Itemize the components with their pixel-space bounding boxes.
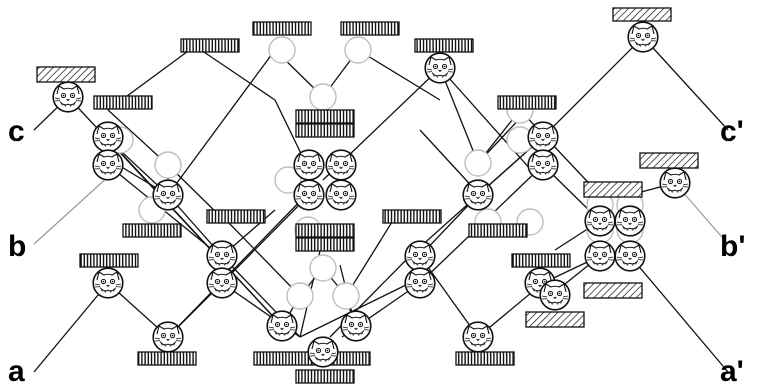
connection-line [299, 237, 324, 338]
connection-line [227, 221, 301, 297]
vertical-hatch-bar [455, 351, 515, 366]
vertical-hatch-bar [252, 21, 312, 36]
empty-node [268, 36, 296, 64]
empty-node [344, 36, 372, 64]
connection-line [299, 282, 411, 338]
cat-face-icon [325, 179, 357, 211]
connection-line [167, 49, 276, 196]
vertical-hatch-bar [414, 38, 474, 53]
connection-line [439, 67, 541, 181]
label-a-right: a' [720, 355, 744, 385]
cat-face-icon [627, 21, 659, 53]
vertical-hatch-bar [295, 369, 355, 384]
cat-face-icon [614, 205, 646, 237]
vertical-hatch-bar [180, 38, 240, 53]
diagonal-hatch-bar [583, 282, 643, 299]
cat-face-icon [92, 121, 124, 153]
label-c-left: c [8, 115, 25, 148]
cat-face-icon [206, 267, 238, 299]
diagonal-hatch-bar [525, 311, 585, 328]
cat-face-icon [659, 167, 691, 199]
cat-face-icon [424, 52, 456, 84]
vertical-hatch-bar [295, 223, 355, 238]
connection-line [345, 221, 393, 297]
connection-line [629, 255, 729, 373]
empty-node [309, 254, 337, 282]
cat-face-icon [266, 310, 298, 342]
cat-face-icon [462, 321, 494, 353]
empty-nodes [106, 36, 644, 310]
empty-node [154, 151, 182, 179]
label-c-right: c' [720, 115, 744, 148]
cat-face-icon [325, 149, 357, 181]
connection-line [439, 67, 479, 164]
vertical-hatch-bar [295, 237, 355, 252]
label-b-left: b [8, 230, 26, 263]
cat-face-icon [527, 121, 559, 153]
connection-line [419, 129, 479, 194]
cat-face-icon [539, 279, 571, 311]
vertical-hatch-bar [295, 109, 355, 124]
cat-face-icon [52, 81, 84, 113]
connection-line [542, 36, 644, 138]
label-b-right: b' [720, 230, 745, 263]
cat-face-icon [92, 267, 124, 299]
vertical-hatch-bar [468, 223, 528, 238]
vertical-hatch-bar [122, 223, 182, 238]
cat-face-icon [584, 205, 616, 237]
cat-face-icon [307, 336, 339, 368]
vertical-hatch-bar [511, 253, 571, 268]
cat-face-icon [462, 179, 494, 211]
empty-node [464, 149, 492, 177]
label-a-left: a [8, 355, 25, 385]
empty-node [332, 282, 360, 310]
connection-line [167, 191, 310, 338]
cat-face-icon [152, 321, 184, 353]
diagonal-hatch-bar [612, 7, 672, 22]
vertical-hatch-bar [253, 351, 313, 366]
cat-face-icon [152, 179, 184, 211]
connection-line [419, 255, 479, 338]
vertical-hatch-bar [340, 21, 400, 36]
connection-line [519, 109, 601, 196]
connection-line [107, 138, 283, 327]
diagonal-hatch-bar [583, 181, 643, 198]
connection-line [194, 45, 276, 101]
cat-face-icon [614, 240, 646, 272]
cat-face-icon [527, 149, 559, 181]
cat-face-icon [404, 267, 436, 299]
vertical-hatch-bar [206, 209, 266, 224]
diagonal-hatch-bar [639, 152, 699, 169]
cat-face-icon [293, 179, 325, 211]
cat-face-icon [92, 149, 124, 181]
vertical-hatch-bar [79, 253, 139, 268]
vertical-hatch-bar [382, 209, 442, 224]
connection-line [642, 36, 729, 131]
connection-line [33, 282, 109, 373]
vertical-hatch-bar [93, 95, 153, 110]
connection-line [357, 49, 441, 101]
connection-line [221, 194, 310, 284]
hatched-bars [36, 7, 699, 384]
empty-node [274, 166, 302, 194]
vertical-hatch-bar [137, 351, 197, 366]
empty-node [286, 282, 314, 310]
diagonal-hatch-bar [36, 66, 96, 83]
empty-node [309, 83, 337, 111]
cat-face-icon [584, 240, 616, 272]
cat-face-icon [340, 310, 372, 342]
vertical-hatch-bar [295, 123, 355, 138]
vertical-hatch-bar [497, 95, 557, 110]
cat-face-icon [293, 149, 325, 181]
cat-face-icon [206, 240, 238, 272]
cat-face-icon [404, 240, 436, 272]
